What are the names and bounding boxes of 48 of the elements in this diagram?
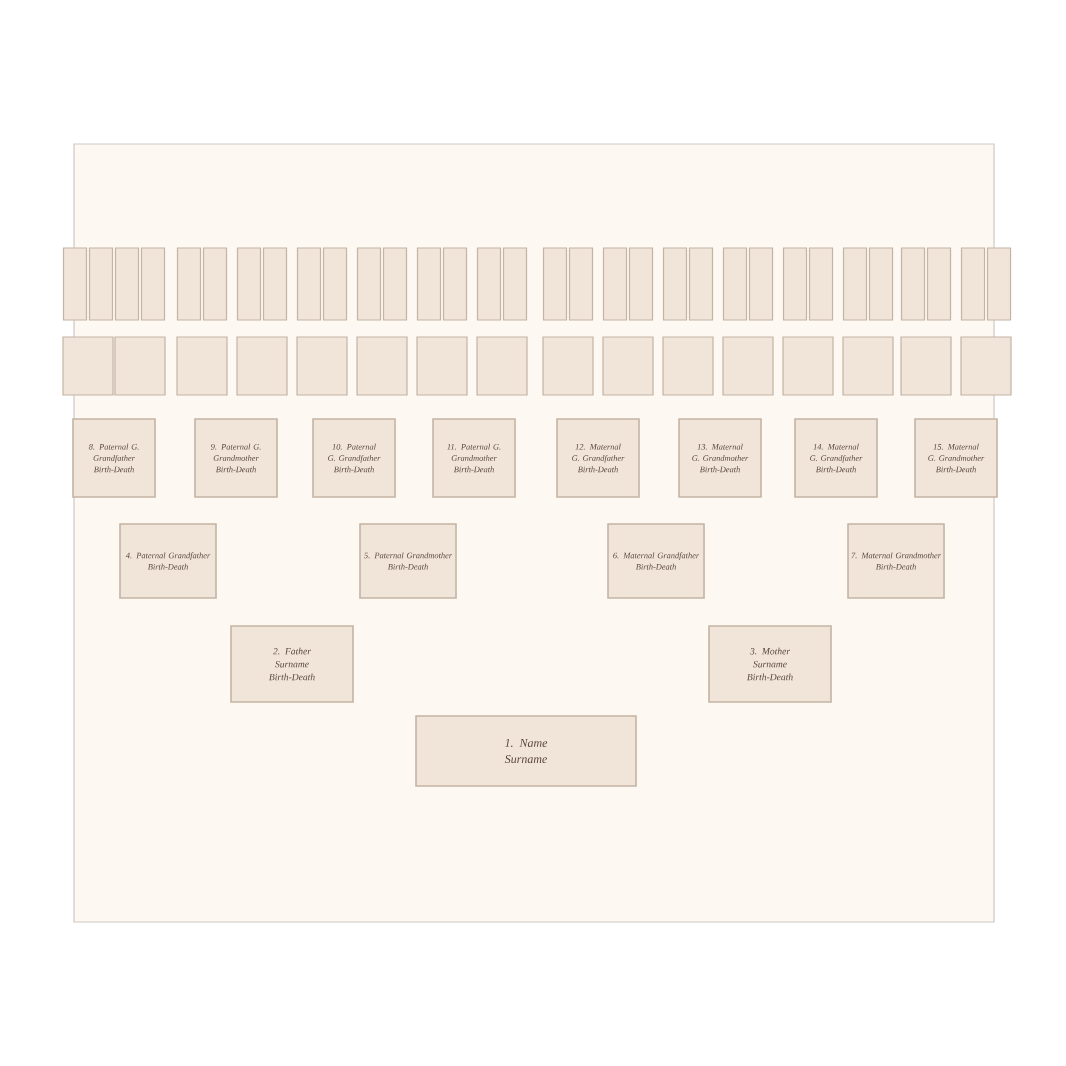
- blank-card: [782, 336, 834, 396]
- blank-card: [568, 247, 594, 321]
- blank-card: [842, 336, 894, 396]
- blank-card: [114, 336, 166, 396]
- blank-card: [748, 247, 774, 321]
- blank-card: [628, 247, 654, 321]
- blank-card: [688, 247, 714, 321]
- blank-card: [602, 247, 628, 321]
- blank-card: [722, 247, 748, 321]
- blank-card: [202, 247, 228, 321]
- blank-card: [382, 247, 408, 321]
- blank-card: [296, 247, 322, 321]
- blank-card: [900, 247, 926, 321]
- blank-card: [176, 247, 202, 321]
- blank-card: [782, 247, 808, 321]
- blank-card: [356, 336, 408, 396]
- blank-card: [322, 247, 348, 321]
- blank-card: [176, 336, 228, 396]
- blank-card: [986, 247, 1012, 321]
- blank-card: [236, 336, 288, 396]
- blank-card: [542, 247, 568, 321]
- blank-card: [602, 336, 654, 396]
- blank-card: [662, 247, 688, 321]
- blank-card: [476, 247, 502, 321]
- blank-card: [88, 247, 114, 321]
- blank-card: [476, 336, 528, 396]
- blank-card: [236, 247, 262, 321]
- blank-card: [114, 247, 140, 321]
- blank-card: [62, 247, 88, 321]
- blank-card: [926, 247, 952, 321]
- blank-card: [808, 247, 834, 321]
- blank-card: [842, 247, 868, 321]
- blank-card: [356, 247, 382, 321]
- blank-card: [62, 336, 114, 396]
- blank-card: [262, 247, 288, 321]
- blank-card: [900, 336, 952, 396]
- blank-card: [960, 247, 986, 321]
- blank-card: [662, 336, 714, 396]
- blank-card: [416, 247, 442, 321]
- blank-card: [868, 247, 894, 321]
- blank-card: [722, 336, 774, 396]
- blank-card: [296, 336, 348, 396]
- blank-card: [960, 336, 1012, 396]
- blank-card: [416, 336, 468, 396]
- blank-card: [140, 247, 166, 321]
- blank-card: [442, 247, 468, 321]
- blank-card: [502, 247, 528, 321]
- blank-card: [542, 336, 594, 396]
